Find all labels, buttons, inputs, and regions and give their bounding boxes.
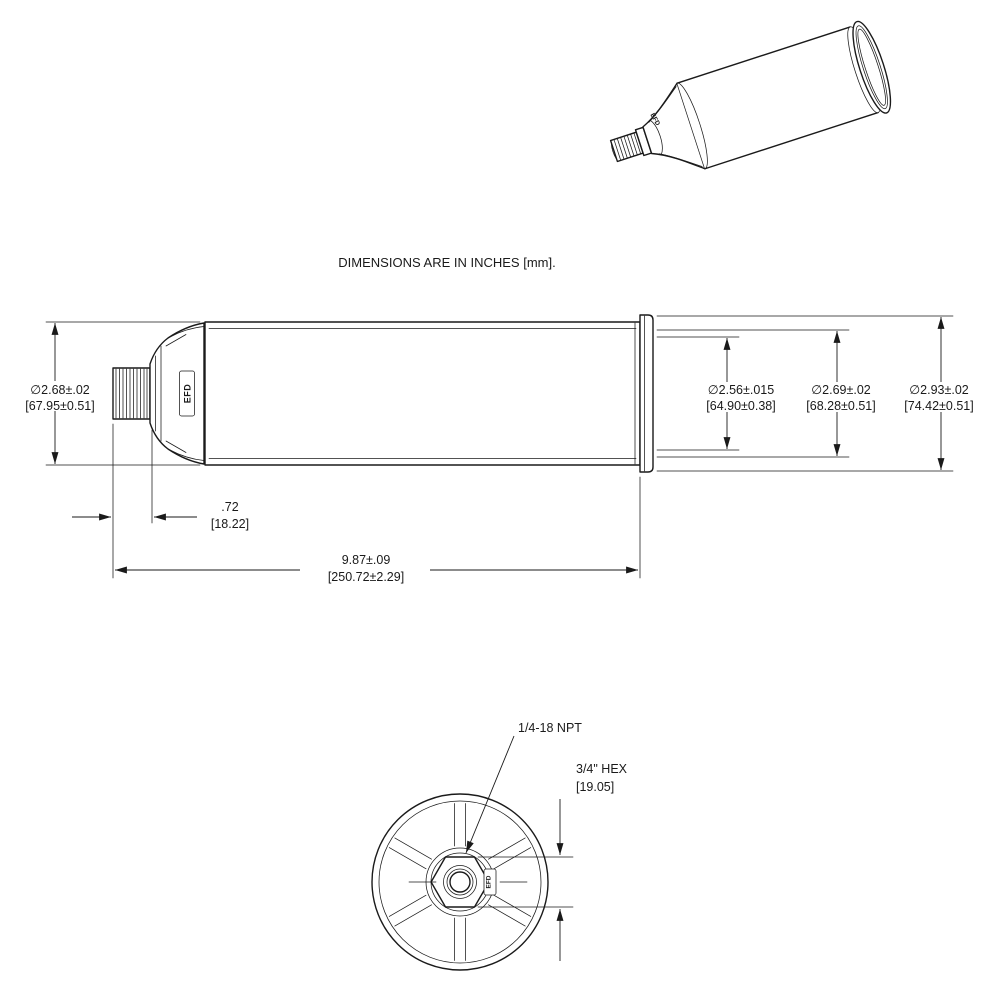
end-view: EFD 1/4-18 NPT 3/4" HEX [19.05] xyxy=(371,721,628,971)
inner-rim-circle xyxy=(378,800,542,964)
iso-view: EFD xyxy=(609,20,892,170)
front-cap-details xyxy=(155,326,205,461)
extension-lines-inner-dia xyxy=(656,336,740,451)
dim-flange-od-mm: [74.42±0.51] xyxy=(904,399,973,413)
npt-bore-circle xyxy=(449,871,471,893)
dim-overall-length-mm: [250.72±2.29] xyxy=(328,570,404,584)
iso-front-cap-details xyxy=(648,86,703,167)
efd-logo-side: EFD xyxy=(183,384,193,404)
efd-logo-box xyxy=(179,370,195,417)
thread-minor-circle xyxy=(446,868,474,896)
tip-thread-hatching xyxy=(115,368,148,419)
iso-rim xyxy=(855,25,888,110)
iso-body-fill xyxy=(677,26,879,169)
units-note: DIMENSIONS ARE IN INCHES [mm]. xyxy=(338,255,555,270)
dim-tip-length: .72 [18.22] xyxy=(72,500,249,531)
extension-lines-lengths xyxy=(112,423,641,579)
spoke xyxy=(454,803,466,847)
spoke xyxy=(388,894,432,927)
spoke xyxy=(488,894,532,927)
efd-logo-end: EFD xyxy=(486,875,493,888)
dim-inner-dia: ∅2.56±.015 [64.90±0.38] xyxy=(706,338,776,449)
tip-outline xyxy=(112,367,151,420)
dim-cap-od: ∅2.68±.02 [67.95±0.51] xyxy=(25,323,95,464)
npt-leader-line xyxy=(465,735,515,854)
side-view: EFD ∅2.68±.02 [67.95±0.51] ∅2.56±.015 [6… xyxy=(25,314,974,584)
dim-tip-length-mm: [18.22] xyxy=(211,517,249,531)
barrel-body-outline xyxy=(204,321,641,466)
dim-inner-dia-inches: ∅2.56±.015 xyxy=(708,383,774,397)
extension-lines-body-od xyxy=(656,329,850,458)
flange-outline xyxy=(639,314,654,473)
iso-tip-thread-hatching xyxy=(613,133,641,161)
outer-rim-circle xyxy=(371,793,549,971)
barrel-wall-lines xyxy=(208,322,637,465)
efd-logo-box-end xyxy=(483,868,497,896)
npt-label: 1/4-18 NPT xyxy=(518,721,582,735)
dim-flange-od-inches: ∅2.93±.02 xyxy=(909,383,969,397)
spoke xyxy=(388,837,432,870)
thread-major-circle xyxy=(443,865,477,899)
hex-flats xyxy=(430,856,490,908)
hex-label-inches: 3/4" HEX xyxy=(576,762,628,776)
hex-label-mm: [19.05] xyxy=(576,780,614,794)
extension-lines-cap-od xyxy=(45,321,201,466)
dim-body-od: ∅2.69±.02 [68.28±0.51] xyxy=(806,331,876,456)
spoke xyxy=(454,917,466,961)
extension-lines-flange-od xyxy=(656,315,954,472)
dim-tip-length-inches: .72 xyxy=(221,500,238,514)
spoke xyxy=(488,837,532,870)
dim-overall-length-inches: 9.87±.09 xyxy=(342,553,391,567)
iso-flange xyxy=(852,20,892,114)
iso-body-seam xyxy=(676,82,708,170)
dim-body-od-inches: ∅2.69±.02 xyxy=(811,383,871,397)
hub-inner-circle xyxy=(430,852,490,912)
iso-body-lines xyxy=(676,26,879,170)
dim-body-od-mm: [68.28±0.51] xyxy=(806,399,875,413)
dim-inner-dia-mm: [64.90±0.38] xyxy=(706,399,775,413)
hex-extension-lines xyxy=(477,856,574,908)
dim-flange-od: ∅2.93±.02 [74.42±0.51] xyxy=(904,317,974,470)
wiper-spokes xyxy=(388,803,532,961)
iso-opening xyxy=(857,28,886,106)
front-cap-outline xyxy=(149,322,205,465)
dim-overall-length: 9.87±.09 [250.72±2.29] xyxy=(115,553,638,584)
dim-cap-od-inches: ∅2.68±.02 xyxy=(30,383,90,397)
dim-cap-od-mm: [67.95±0.51] xyxy=(25,399,94,413)
